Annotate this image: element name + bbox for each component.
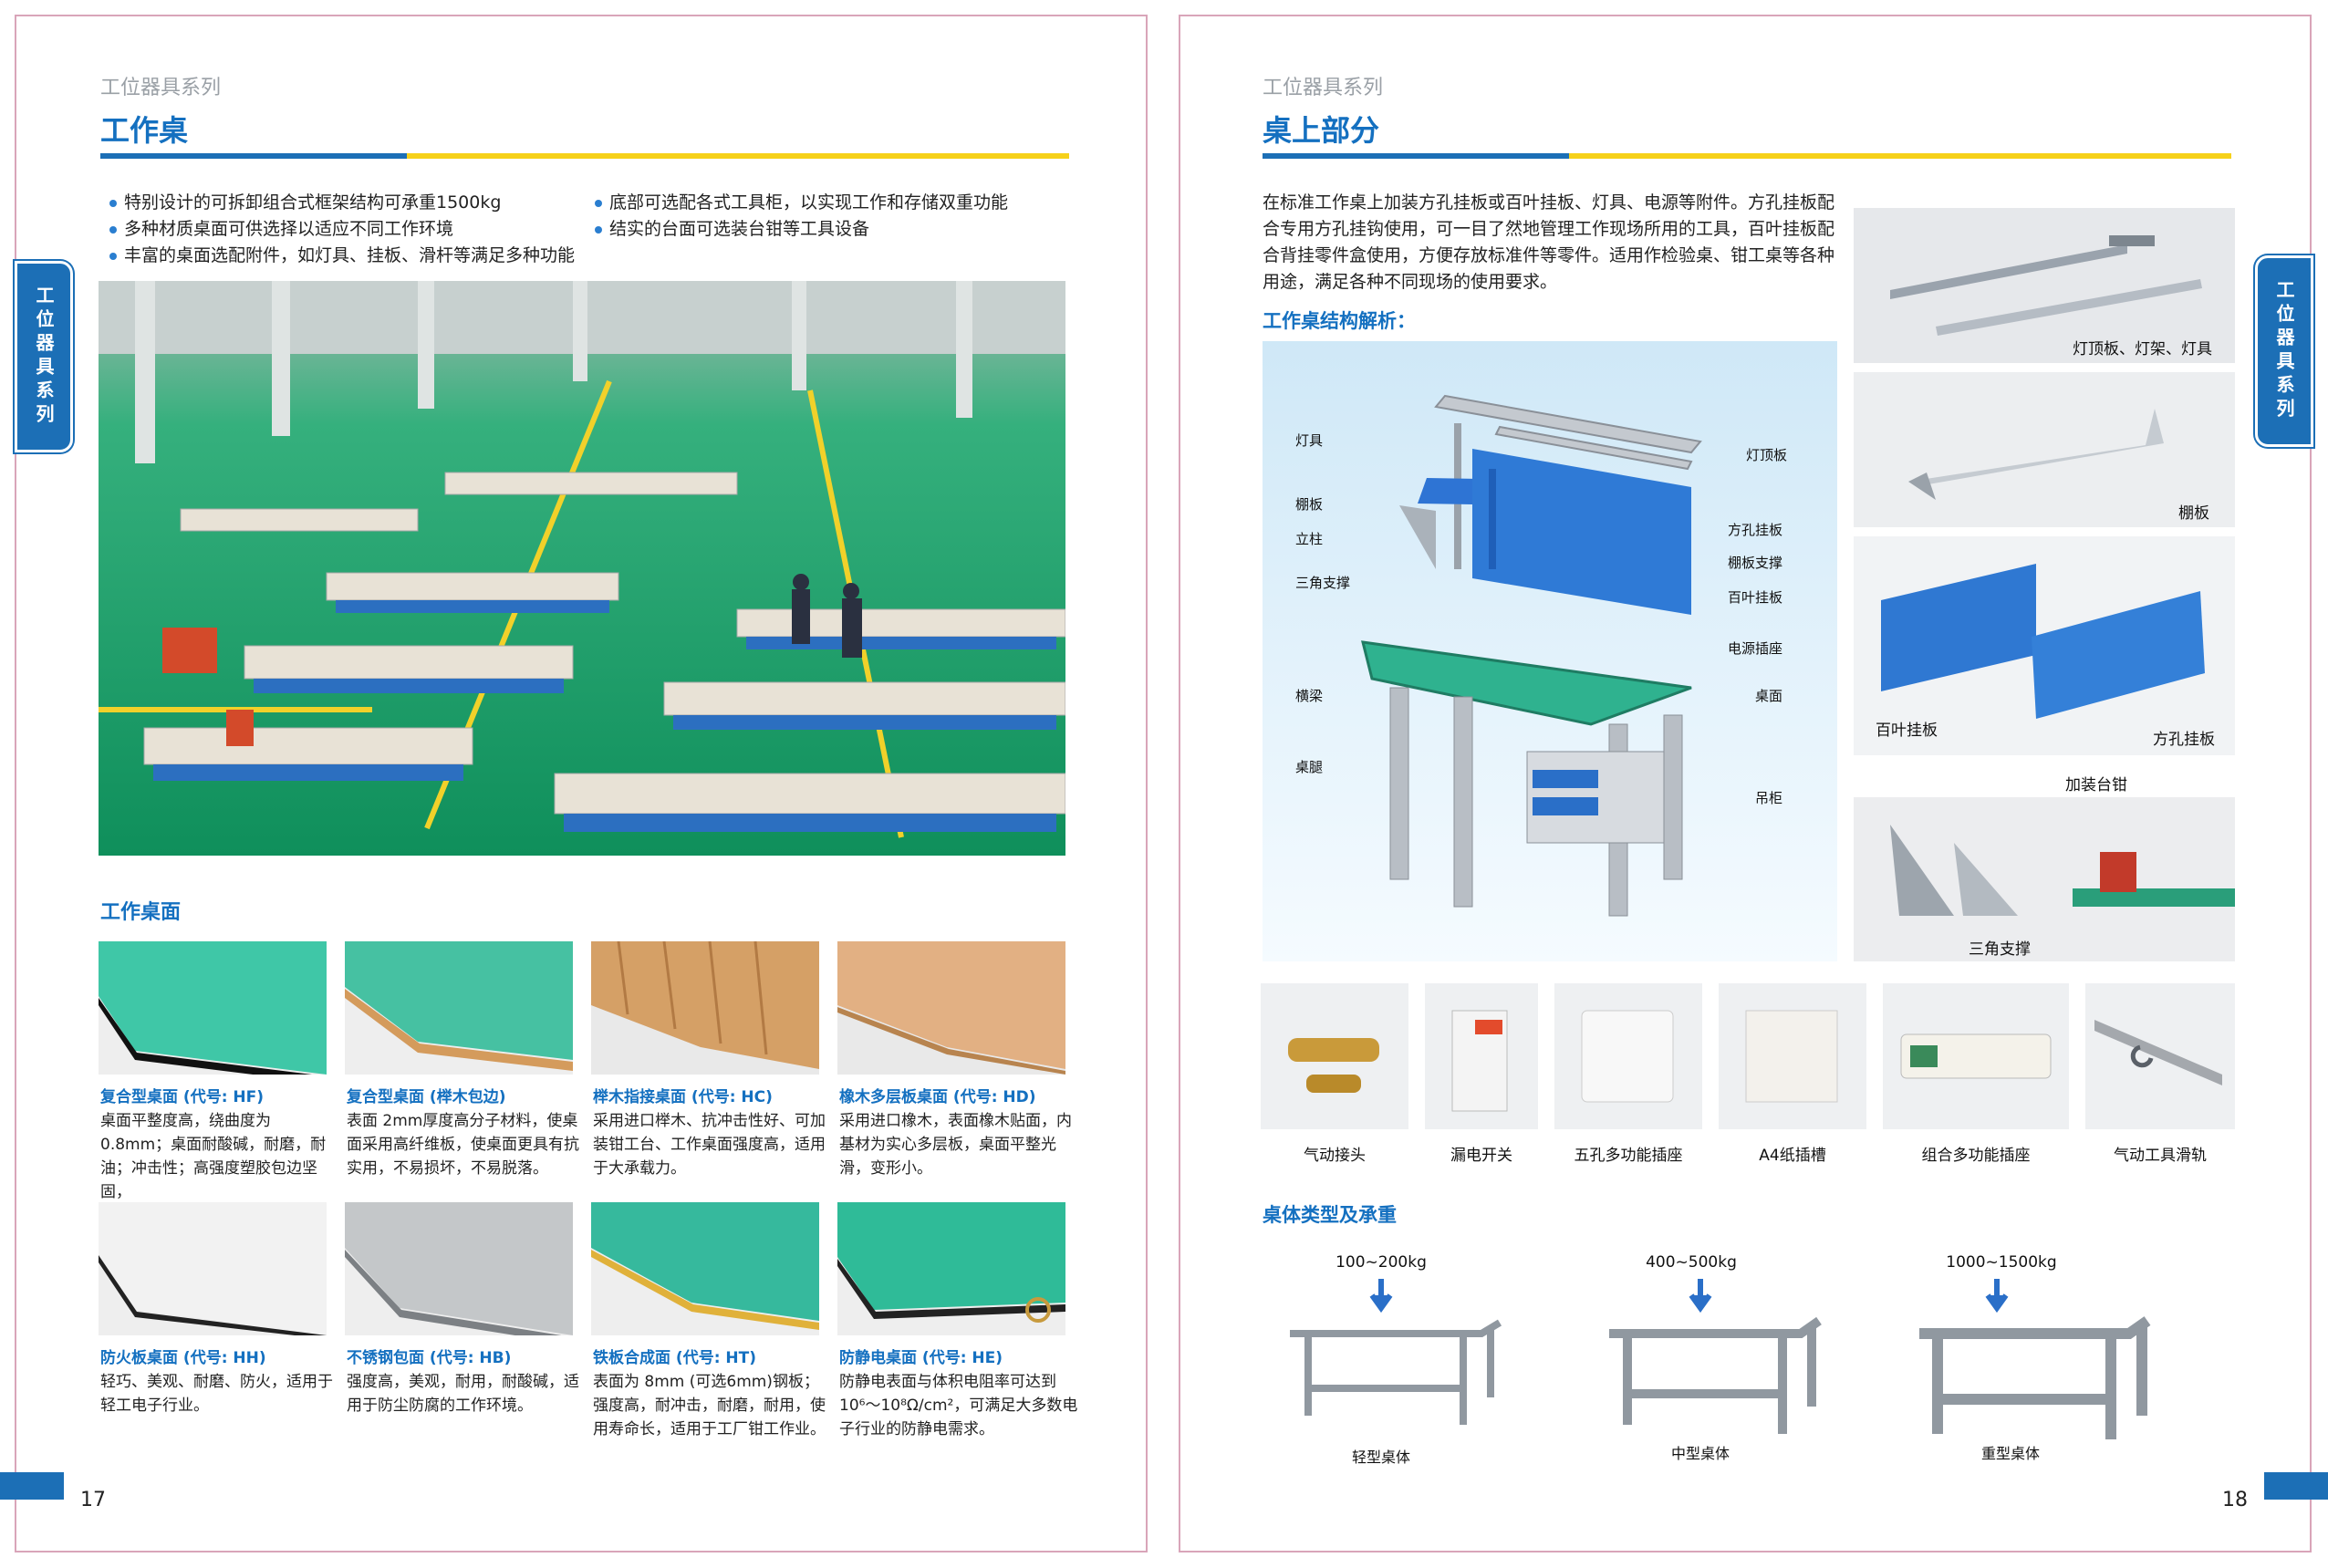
surface-name: 橡木多层板桌面 (代号: HD) xyxy=(839,1088,1036,1106)
label-cabinet: 吊柜 xyxy=(1755,790,1783,806)
surface-name: 铁板合成面 (代号: HT) xyxy=(593,1349,756,1367)
surface-hf-image xyxy=(99,941,327,1075)
left-page: 工位器具系列 工作桌 特别设计的可拆卸组合式框架结构可承重1500kg 多种材质… xyxy=(15,15,1148,1552)
page-number: 17 xyxy=(80,1489,106,1511)
feature-list-1: 特别设计的可拆卸组合式框架结构可承重1500kg 多种材质桌面可供选择以适应不同… xyxy=(108,190,618,269)
feature-item: 结实的台面可选装台钳等工具设备 xyxy=(593,216,1031,243)
vise-label: 加装台钳 xyxy=(2065,776,2127,794)
square-label: 方孔挂板 xyxy=(2153,731,2215,749)
surface-desc: 桌面平整度高，绕曲度为0.8mm；桌面耐酸碱，耐磨，耐油；冲击性；高强度塑胶包边… xyxy=(100,1112,327,1201)
surface-hf-beech-image xyxy=(345,941,573,1075)
accessory-image xyxy=(1554,983,1702,1129)
series-label: 工位器具系列 xyxy=(1263,77,1384,99)
surface-hh-image xyxy=(99,1202,327,1335)
accessory-image xyxy=(1883,983,2069,1129)
surface-name: 不锈钢包面 (代号: HB) xyxy=(347,1349,512,1367)
surface-name: 防静电桌面 (代号: HE) xyxy=(839,1349,1003,1367)
page-number: 18 xyxy=(2222,1489,2248,1511)
feature-item: 丰富的桌面选配附件，如灯具、挂板、滑杆等满足多种功能 xyxy=(108,243,618,269)
surface-desc: 采用进口榉木、抗冲击性好、可加装钳工台、工作桌面强度高，适用于大承载力。 xyxy=(593,1112,826,1178)
accessory-image xyxy=(1425,983,1538,1129)
accessory-label: 五孔多功能插座 xyxy=(1574,1147,1683,1165)
title-rule xyxy=(1263,153,2231,159)
shelf-product-image xyxy=(1854,372,2235,527)
accessory-label: 气动接头 xyxy=(1304,1147,1366,1165)
right-page: 工位器具系列 桌上部分 在标准工作桌上加装方孔挂板或百叶挂板、灯具、电源等附件。… xyxy=(1179,15,2312,1552)
label-leg: 桌腿 xyxy=(1295,759,1324,775)
label-lamp-top: 灯顶板 xyxy=(1746,447,1788,463)
panels-product-image xyxy=(1854,536,2235,755)
surface-desc: 表面 2mm厚度高分子材料，使桌面采用高纤维板，使桌面更具有抗实用，不易损坏，不… xyxy=(347,1112,579,1178)
lamp-label: 灯顶板、灯架、灯具 xyxy=(2073,340,2212,358)
table-type-name: 轻型桌体 xyxy=(1351,1449,1410,1466)
label-shelf-support: 棚板支撑 xyxy=(1728,555,1783,571)
accessory-image xyxy=(1261,983,1408,1129)
structure-diagram xyxy=(1263,341,1837,961)
light-table-frame xyxy=(1290,1279,1502,1425)
page-bar-right xyxy=(2264,1472,2328,1500)
surface-name: 榉木指接桌面 (代号: HC) xyxy=(593,1088,773,1106)
factory-photo xyxy=(99,281,1065,856)
surfaces-title: 工作桌面 xyxy=(100,901,182,924)
table-type-name: 重型桌体 xyxy=(1980,1445,2040,1462)
louver-label: 百叶挂板 xyxy=(1876,722,1938,740)
label-shelf: 棚板 xyxy=(1295,496,1324,513)
series-label: 工位器具系列 xyxy=(100,77,222,99)
triangle-vise-image xyxy=(1854,797,2235,961)
surface-desc: 强度高，美观，耐用，耐酸碱，适用于防尘防腐的工作环境。 xyxy=(347,1373,579,1415)
table-type-name: 中型桌体 xyxy=(1670,1445,1730,1462)
load-label: 100~200kg xyxy=(1335,1253,1427,1272)
surface-ht-image xyxy=(591,1202,819,1335)
surface-he-image xyxy=(837,1202,1065,1335)
title-rule xyxy=(100,153,1069,159)
feature-item: 特别设计的可拆卸组合式框架结构可承重1500kg xyxy=(108,190,618,216)
side-tab-right[interactable]: 工位器具系列 xyxy=(2255,255,2313,447)
surface-desc: 表面为 8mm (可选6mm)钢板；强度高，耐冲击，耐磨，耐用，使用寿命长，适用… xyxy=(593,1373,826,1438)
intro-text: 在标准工作桌上加装方孔挂板或百叶挂板、灯具、电源等附件。方孔挂板配合专用方孔挂钩… xyxy=(1263,192,1835,292)
medium-table-frame xyxy=(1609,1279,1822,1434)
load-label: 1000~1500kg xyxy=(1946,1253,2057,1272)
accessory-label: A4纸插槽 xyxy=(1759,1147,1826,1165)
label-lamp: 灯具 xyxy=(1295,432,1324,449)
accessory-label: 气动工具滑轨 xyxy=(2114,1147,2207,1165)
surface-hd-image xyxy=(837,941,1065,1075)
feature-list-2: 底部可选配各式工具柜，以实现工作和存储双重功能 结实的台面可选装台钳等工具设备 xyxy=(593,190,1031,243)
label-triangle: 三角支撑 xyxy=(1295,575,1351,591)
structure-title: 工作桌结构解析： xyxy=(1263,310,1416,332)
side-tab-left[interactable]: 工位器具系列 xyxy=(15,261,73,452)
feature-item: 多种材质桌面可供选择以适应不同工作环境 xyxy=(108,216,618,243)
label-socket: 电源插座 xyxy=(1728,640,1783,657)
page-title: 工作桌 xyxy=(100,113,189,148)
surface-desc: 防静电表面与体积电阻率可达到10⁶～10⁸Ω/cm²，可满足大多数电子行业的防静… xyxy=(839,1373,1078,1438)
surface-desc: 采用进口橡木，表面橡木贴面，内基材为实心多层板，桌面平整光滑，变形小。 xyxy=(839,1112,1072,1178)
page-bar-left xyxy=(0,1472,64,1500)
accessory-image xyxy=(1719,983,1866,1129)
label-louver-board: 百叶挂板 xyxy=(1728,589,1783,606)
triangle-label: 三角支撑 xyxy=(1969,940,2031,959)
accessory-label: 漏电开关 xyxy=(1450,1147,1512,1165)
surface-name: 复合型桌面 (代号: HF) xyxy=(100,1088,265,1106)
label-square-board: 方孔挂板 xyxy=(1728,522,1783,538)
lamp-product-image xyxy=(1854,208,2235,363)
accessory-label: 组合多功能插座 xyxy=(1921,1147,2031,1165)
accessory-image xyxy=(2085,983,2235,1129)
types-title: 桌体类型及承重 xyxy=(1263,1204,1397,1226)
shelf-label: 棚板 xyxy=(2178,504,2209,523)
label-column: 立柱 xyxy=(1295,531,1324,547)
page-title: 桌上部分 xyxy=(1263,113,1380,148)
surface-name: 复合型桌面 (榉木包边) xyxy=(347,1088,506,1106)
feature-item: 底部可选配各式工具柜，以实现工作和存储双重功能 xyxy=(593,190,1031,216)
surface-hc-image xyxy=(591,941,819,1075)
heavy-table-frame xyxy=(1919,1279,2151,1439)
surface-hb-image xyxy=(345,1202,573,1335)
surface-name: 防火板桌面 (代号: HH) xyxy=(100,1349,266,1367)
load-label: 400~500kg xyxy=(1646,1253,1737,1272)
surface-desc: 轻巧、美观、耐磨、防火，适用于轻工电子行业。 xyxy=(100,1373,333,1415)
label-beam: 横梁 xyxy=(1295,688,1324,704)
label-tabletop: 桌面 xyxy=(1755,688,1783,704)
